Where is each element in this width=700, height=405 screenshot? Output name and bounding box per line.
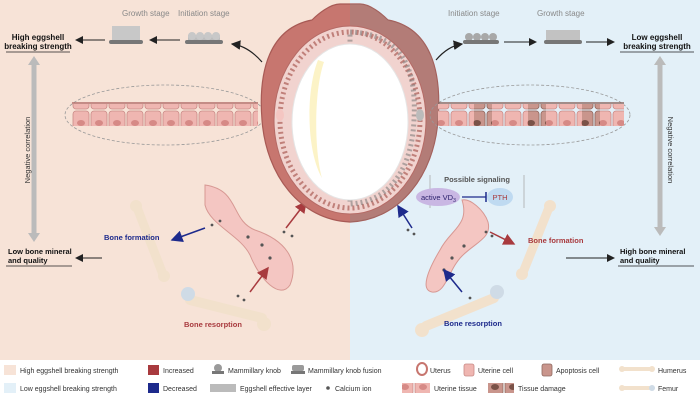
- left-increase-arrow: [285, 200, 307, 229]
- calcium-ion-icon: [326, 386, 330, 390]
- svg-text:Low bone mineral: Low bone mineral: [8, 247, 72, 256]
- left-growth-stage-icon: [109, 26, 143, 44]
- right-uterine-strip-outline: [429, 84, 631, 146]
- legend-uterine-cell: Uterine cell: [478, 368, 513, 375]
- left-femur-bone: [181, 287, 271, 331]
- uterus-illustration: [260, 3, 440, 223]
- right-decrease-arrow: [397, 204, 413, 229]
- left-bone-formation-arrow: [170, 227, 206, 243]
- svg-text:High bone mineral: High bone mineral: [620, 247, 685, 256]
- uterus-icon: [416, 362, 428, 376]
- svg-text:active VD3: active VD3: [421, 193, 456, 204]
- left-eggshell-title: High eggshell breaking strength: [4, 33, 72, 53]
- right-bone-resorption-label: Bone resorption: [444, 319, 502, 328]
- svg-text:breaking strength: breaking strength: [4, 42, 72, 51]
- svg-text:and quality: and quality: [8, 256, 48, 265]
- legend-increased: Increased: [163, 368, 194, 375]
- left-growth-stage-label: Growth stage: [122, 9, 170, 18]
- right-bone-formation-arrow: [489, 231, 516, 245]
- right-humerus-bone: [516, 200, 556, 280]
- left-initiation-stage-label: Initiation stage: [178, 9, 230, 18]
- right-growth-stage-icon: [544, 30, 582, 44]
- left-correlation-label: Negative correlation: [23, 117, 32, 184]
- active-vd-subscript: 3: [453, 198, 456, 204]
- legend-femur: Femur: [658, 386, 679, 393]
- left-bone-title: Low bone mineral and quality: [6, 247, 72, 267]
- right-intestine: [425, 199, 490, 293]
- mammillary-knob-fusion-icon: [291, 365, 305, 374]
- mammillary-knob-icon: [212, 364, 224, 374]
- humerus-icon: [619, 366, 655, 372]
- left-humerus-bone: [130, 200, 170, 282]
- tissue-damage-icon: [488, 383, 514, 393]
- right-bone-formation-label: Bone formation: [528, 236, 584, 245]
- left-uterine-cells: [72, 104, 258, 126]
- legend-tissue-damage: Tissue damage: [518, 386, 566, 393]
- legend-mammillary-knob: Mammillary knob: [228, 368, 281, 375]
- left-egg-to-stage-arrow: [230, 40, 263, 63]
- right-femur-bone: [415, 285, 504, 337]
- effective-layer-swatch: [210, 384, 236, 392]
- femur-icon: [619, 385, 655, 391]
- right-resorption-arrow: [443, 268, 463, 293]
- left-bone-resorption-label: Bone resorption: [184, 320, 242, 329]
- legend-uterus: Uterus: [430, 368, 451, 375]
- legend-decreased: Decreased: [163, 386, 197, 393]
- pth-node: [487, 188, 513, 206]
- legend-uterine-tissue: Uterine tissue: [434, 386, 477, 393]
- legend-high-strength: High eggshell breaking strength: [20, 368, 119, 375]
- right-growth-stage-label: Growth stage: [537, 9, 585, 18]
- uterine-tissue-icon: [402, 383, 430, 393]
- active-vd3-node: [416, 188, 460, 206]
- legend-low-strength: Low eggshell breaking strength: [20, 386, 117, 393]
- pth-label: PTH: [493, 193, 508, 202]
- right-initiation-stage-label: Initiation stage: [448, 9, 500, 18]
- left-initiation-stage-icon: [185, 32, 223, 44]
- legend-apoptosis-cell: Apoptosis cell: [556, 368, 600, 375]
- possible-signaling-label: Possible signaling: [444, 175, 510, 184]
- svg-text:breaking strength: breaking strength: [623, 42, 691, 51]
- legend-humerus: Humerus: [658, 368, 687, 375]
- svg-text:and quality: and quality: [620, 256, 660, 265]
- apoptosis-cell-icon: [541, 363, 553, 377]
- right-egg-to-stage-arrow: [435, 40, 464, 61]
- active-vd-label: active VD: [421, 193, 454, 202]
- right-bone-title: High bone mineral and quality: [618, 247, 694, 267]
- legend-bg: [0, 360, 700, 400]
- legend: High eggshell breaking strength Low eggs…: [4, 362, 687, 393]
- right-eggshell-title: Low eggshell breaking strength: [620, 33, 694, 53]
- left-bone-formation-label: Bone formation: [104, 233, 160, 242]
- right-correlation-label: Negative correlation: [666, 117, 675, 184]
- legend-calcium-ion: Calcium ion: [335, 386, 372, 393]
- right-initiation-stage-icon: [463, 33, 499, 44]
- svg-text:Low eggshell: Low eggshell: [632, 33, 683, 42]
- legend-effective-layer: Eggshell effective layer: [240, 386, 313, 393]
- svg-text:High eggshell: High eggshell: [12, 33, 64, 42]
- left-resorption-arrow: [249, 266, 269, 293]
- uterine-cell-icon: [463, 363, 475, 377]
- legend-mammillary-knob-fusion: Mammillary knob fusion: [308, 368, 382, 375]
